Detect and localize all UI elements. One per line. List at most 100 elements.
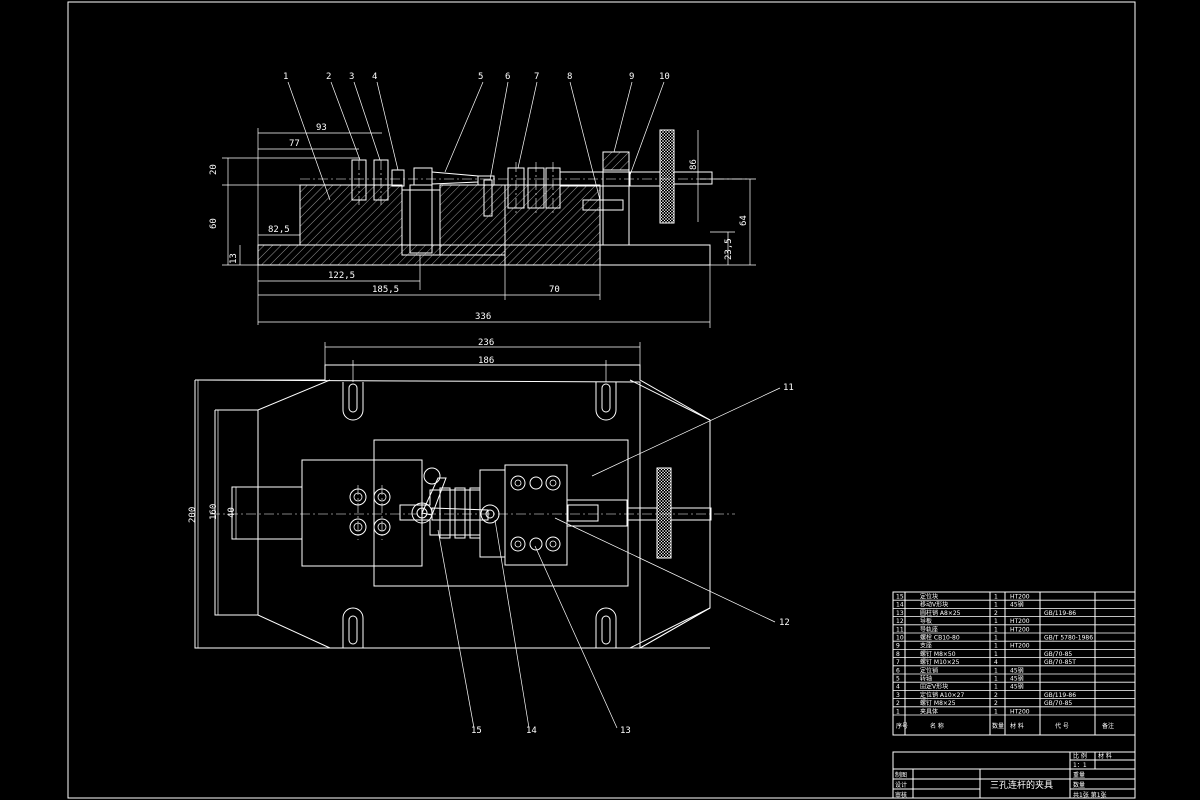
title-block: 比 例 1：1 材 料 三孔连杆的夹具 制图 设计 审核 重量 数量 共1张 第… [892,751,1136,799]
bom-cell-qty: 1 [994,667,998,674]
bom-cell-name: 转轴 [920,675,932,683]
label-design: 设计 [895,781,907,789]
dim-86: 86 [689,159,699,170]
balloon-15: 15 [471,726,482,736]
bom-cell-code: GB/70-85 [1044,651,1072,658]
balloon-2: 2 [326,72,331,82]
bom-cell-code: GB/T 5780-1986 [1044,635,1093,642]
guide-seat [504,184,601,266]
scale-value: 1：1 [1073,762,1087,769]
bom-cell-qty: 1 [994,635,998,642]
balloon-7: 7 [534,72,539,82]
bom-cell-no: 9 [896,643,900,650]
bom-cell-name: 导轨座 [920,625,938,633]
bom-cell-code: GB/119-86 [1044,692,1076,699]
bom-cell-code: GB/70-85 [1044,700,1072,707]
bom-cell-name: 螺钉 M8×25 [920,699,956,707]
bom-cell-qty: 4 [994,659,998,666]
dim-13: 13 [229,253,239,264]
balloon-9: 9 [629,72,634,82]
bom-header-mat: 材 料 [1010,722,1024,730]
bom-cell-no: 5 [896,676,900,683]
bom-cell-qty: 1 [994,684,998,691]
bom-cell-mat: 45钢 [1010,601,1024,609]
balloon-3: 3 [349,72,354,82]
dim-20: 20 [209,164,219,175]
bom-cell-mat: HT200 [1010,594,1030,601]
dim-200: 200 [188,507,198,523]
bom-cell-no: 11 [896,626,904,633]
bom-cell-no: 12 [896,618,904,625]
bom-cell-no: 6 [896,667,900,674]
bom-cell-name: 支座 [920,642,932,650]
bom-cell-no: 8 [896,651,900,658]
bom-cell-qty: 1 [994,626,998,633]
plan-view [194,364,735,649]
bom-cell-name: 夹具体 [920,707,938,715]
label-review: 审核 [895,791,907,799]
bom-header-note: 备注 [1102,722,1114,730]
bom-cell-qty: 2 [994,692,998,699]
bom-cell-name: 螺栓 CB10-80 [920,634,960,642]
bom-cell-qty: 1 [994,618,998,625]
bom-cell-mat: HT200 [1010,618,1030,625]
bom-cell-no: 1 [896,708,900,715]
dim-64: 64 [739,215,749,226]
balloon-12: 12 [779,618,790,628]
bom-cell-mat: HT200 [1010,643,1030,650]
bom-cell-qty: 2 [994,700,998,707]
balloon-6: 6 [505,72,510,82]
bom-cell-code: GB/70-85T [1044,659,1076,666]
bom-cell-qty: 1 [994,602,998,609]
bom-cell-qty: 1 [994,676,998,683]
material-label: 材 料 [1098,752,1112,760]
sheets-label: 共1张 第1张 [1073,791,1107,799]
bom-cell-mat: 45钢 [1010,666,1024,674]
dimensions-top: 93 77 20 60 82,5 13 122,5 185,5 70 336 8… [209,123,756,328]
bom-cell-no: 13 [896,610,904,617]
bom-cell-no: 3 [896,692,900,699]
dim-40: 40 [227,507,237,518]
balloon-4: 4 [372,72,377,82]
bom-cell-name: 移动V形块 [920,601,948,609]
balloon-1: 1 [283,72,288,82]
label-quantity: 数量 [1073,781,1085,789]
dim-82-5: 82,5 [268,225,290,235]
bom-cell-no: 7 [896,659,900,666]
bom-cell-qty: 2 [994,610,998,617]
balloon-5: 5 [478,72,483,82]
drawing-border [67,1,1136,799]
bom-header-name: 名 称 [930,722,944,730]
section-view [257,129,750,266]
bom-header-no: 序号 [896,722,908,730]
balloons-plan: 11 12 13 14 15 [437,383,794,736]
bom-cell-name: 导板 [920,617,932,625]
balloon-11: 11 [783,383,794,393]
bom-cell-qty: 1 [994,708,998,715]
balloon-13: 13 [620,726,631,736]
dim-160: 160 [209,504,219,520]
bom-cell-mat: HT200 [1010,626,1030,633]
bom-cell-name: 定位销 A10×27 [920,691,964,699]
bom-cell-no: 15 [896,594,904,601]
balloon-8: 8 [567,72,572,82]
balloons-top: 1 2 3 4 5 6 7 8 9 10 [283,72,670,201]
dim-77: 77 [289,139,300,149]
bom-cell-qty: 1 [994,643,998,650]
label-weight: 重量 [1073,771,1085,779]
bom-cell-name: 螺钉 M8×50 [920,650,956,658]
dim-185-5: 185,5 [372,285,399,295]
drawing-title: 三孔连杆的夹具 [990,779,1053,791]
dim-336: 336 [475,312,491,322]
bom-cell-no: 14 [896,602,904,609]
bom-cell-no: 2 [896,700,900,707]
dim-236: 236 [478,338,494,348]
bom-cell-qty: 1 [994,594,998,601]
dim-186: 186 [478,356,494,366]
bom-cell-mat: 45钢 [1010,675,1024,683]
dim-122-5: 122,5 [328,271,355,281]
balloon-14: 14 [526,726,537,736]
bom-cell-code: GB/119-86 [1044,610,1076,617]
